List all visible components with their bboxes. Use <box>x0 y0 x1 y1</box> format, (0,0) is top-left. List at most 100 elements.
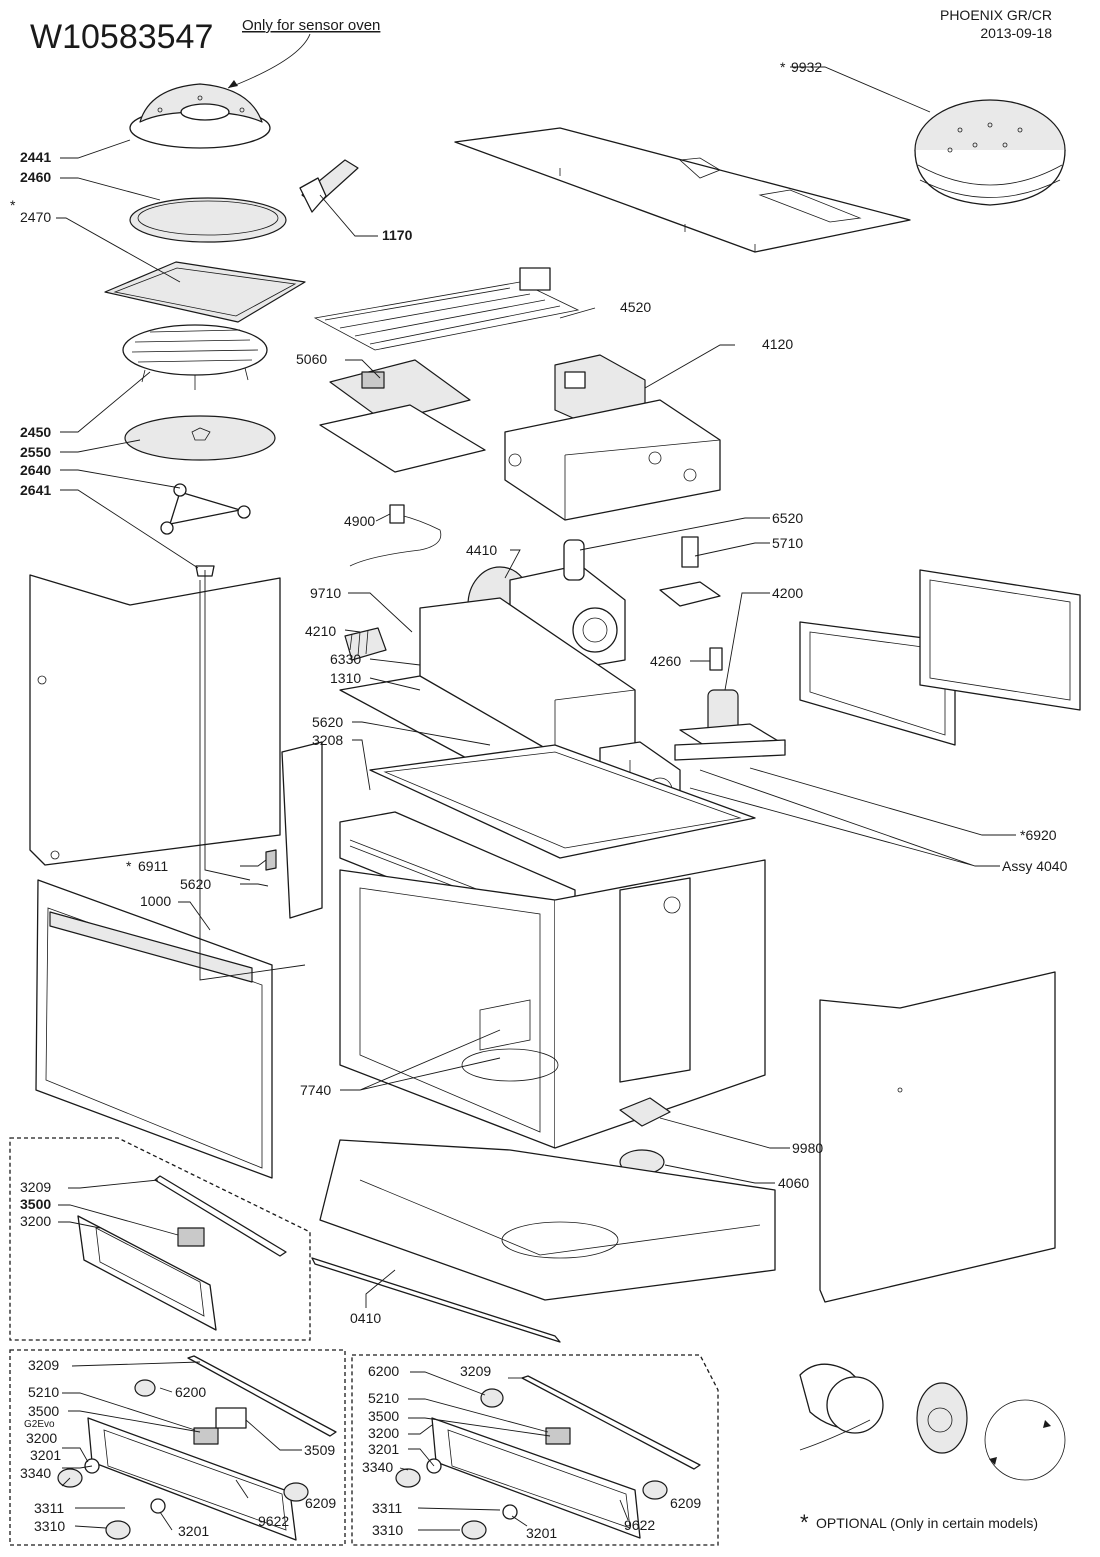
seals-9710 <box>799 569 1081 746</box>
box-c-label-3310: 3310 <box>372 1522 403 1538</box>
asterisk-9932: * <box>780 59 786 75</box>
box-c-label-9622: 9622 <box>624 1517 655 1533</box>
box-b-label-3209: 3209 <box>28 1357 59 1373</box>
label-4120: 4120 <box>762 336 793 352</box>
hinge-6911 <box>265 849 277 871</box>
baking-tray-2470 <box>104 261 306 323</box>
label-4410: 4410 <box>466 542 497 558</box>
box-b-label-3200: 3200 <box>26 1430 57 1446</box>
label-4260: 4260 <box>650 653 681 669</box>
part-number-title: W10583547 <box>30 18 213 56</box>
sensor-note-leader <box>227 33 311 89</box>
glass-plate-2460 <box>129 197 287 243</box>
label-5620-top: 5620 <box>312 714 343 730</box>
label-1310: 1310 <box>330 670 361 686</box>
label-3208: 3208 <box>312 732 343 748</box>
box-c-label-3340: 3340 <box>362 1459 393 1475</box>
label-1000: 1000 <box>140 893 171 909</box>
turntable-2550 <box>124 415 276 461</box>
label-9980: 9980 <box>792 1140 823 1156</box>
model-name: PHOENIX GR/CR <box>940 7 1052 23</box>
hv-diode-4260 <box>709 647 723 671</box>
label-1170: 1170 <box>382 227 413 243</box>
box-b-label-3311: 3311 <box>34 1500 64 1516</box>
label-4900: 4900 <box>344 513 375 529</box>
optional-mark-9932: * <box>780 59 786 75</box>
box-b-label-6209: 6209 <box>305 1495 336 1511</box>
label-6911: 6911 <box>138 858 168 874</box>
cavity-side-plate <box>619 877 691 1083</box>
label-2550: 2550 <box>20 444 51 460</box>
capacitor-4210 <box>344 627 387 661</box>
box-a-label-3500: 3500 <box>20 1196 51 1212</box>
control-panel-box-a: 3209 3500 3200 <box>9 1137 311 1341</box>
label-2641: 2641 <box>20 482 51 498</box>
power-cord-4900 <box>349 504 442 567</box>
optional-mark-6911: * <box>126 858 132 874</box>
control-panel-box-c: 6200 3209 5210 3500 3200 3201 3340 6209 … <box>351 1354 719 1546</box>
label-9710: 9710 <box>310 585 341 601</box>
label-6330: 6330 <box>330 651 361 667</box>
box-c-label-3201-bottom: 3201 <box>526 1525 557 1541</box>
control-panel-box-b: 3209 5210 6200 3500 G2Evo 3200 3201 3340… <box>9 1349 346 1546</box>
label-5710: 5710 <box>772 535 803 551</box>
box-b-label-g2evo: G2Evo <box>24 1419 55 1430</box>
door-1000 <box>35 879 273 1179</box>
optional-footnote: OPTIONAL (Only in certain models) <box>816 1515 1038 1531</box>
left-side-panel <box>29 574 281 866</box>
sensor-note-arrowhead <box>228 80 238 88</box>
label-2450: 2450 <box>20 424 51 440</box>
knob-removal-illustration <box>799 1363 1066 1481</box>
hv-capacitor-4200 <box>674 689 786 761</box>
handle-1170 <box>299 159 359 213</box>
sensor-oven-note: Only for sensor oven <box>242 17 380 34</box>
label-7740: 7740 <box>300 1082 331 1098</box>
steam-pot-9932 <box>914 99 1066 206</box>
label-4210: 4210 <box>305 623 336 639</box>
label-5060: 5060 <box>296 351 327 367</box>
top-cover-plate <box>454 127 911 253</box>
box-b-label-6200: 6200 <box>175 1384 206 1400</box>
box-c-label-6200: 6200 <box>368 1363 399 1379</box>
label-2460: 2460 <box>20 169 51 185</box>
label-6520: 6520 <box>772 510 803 526</box>
box-c-label-3311: 3311 <box>372 1500 402 1516</box>
box-b-label-3201-top: 3201 <box>30 1447 61 1463</box>
crisp-cover-2441 <box>129 83 271 149</box>
box-b-label-3310: 3310 <box>34 1518 65 1534</box>
transformer-bracket <box>504 399 721 521</box>
roller-support-2640 <box>160 483 251 535</box>
leader-lines <box>56 66 1016 1308</box>
box-b-label-9622: 9622 <box>258 1513 289 1529</box>
label-2441: 2441 <box>20 149 51 165</box>
grill-rack-2450 <box>122 324 268 390</box>
box-c-label-5210: 5210 <box>368 1390 399 1406</box>
box-c-label-3209: 3209 <box>460 1363 491 1379</box>
box-c-label-3201-top: 3201 <box>368 1441 399 1457</box>
label-0410: 0410 <box>350 1310 381 1326</box>
choke-bracket <box>281 741 323 919</box>
cavity-top-3208 <box>369 744 756 859</box>
label-2640: 2640 <box>20 462 51 478</box>
label-6920: *6920 <box>1020 827 1057 843</box>
box-b-label-3201-bottom: 3201 <box>178 1523 209 1539</box>
box-c-label-3500: 3500 <box>368 1408 399 1424</box>
box-a-label-3209: 3209 <box>20 1179 51 1195</box>
switch-5710 <box>659 536 721 607</box>
right-side-panel <box>819 971 1056 1303</box>
label-9932: 9932 <box>791 59 822 75</box>
control-board-5060 <box>319 359 486 473</box>
box-a-label-3200: 3200 <box>20 1213 51 1229</box>
oven-cavity-7740 <box>339 859 766 1149</box>
optional-asterisk: * <box>800 1510 809 1535</box>
base-plate-0410 <box>311 1139 776 1343</box>
grill-element-4520 <box>313 267 580 351</box>
diagram-date: 2013-09-18 <box>980 25 1052 41</box>
box-c-label-3200: 3200 <box>368 1425 399 1441</box>
label-4060: 4060 <box>778 1175 809 1191</box>
label-assy-4040: Assy 4040 <box>1002 858 1068 874</box>
box-b-label-3500: 3500 <box>28 1403 59 1419</box>
sensor-9980 <box>619 1097 671 1127</box>
